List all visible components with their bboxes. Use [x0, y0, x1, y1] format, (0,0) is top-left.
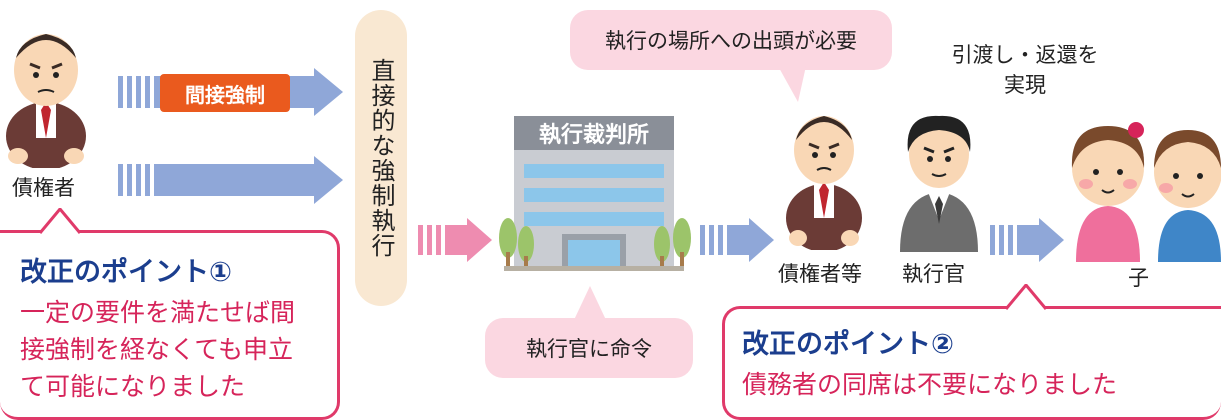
revision-point-1-title: 改正のポイント① — [20, 257, 232, 288]
revision-point-2-callout — [722, 306, 1221, 420]
revision-point-1-line-1: 一定の要件を満たせば間 — [20, 298, 296, 327]
direct-enforcement-column: 直接的な強制執行 — [355, 10, 407, 306]
appearance-pill-pointer — [778, 66, 806, 102]
appearance-required-pill: 執行の場所への出頭が必要 — [570, 10, 892, 70]
indirect-enforcement-tag: 間接強制 — [160, 74, 290, 112]
revision-point-2-text: 債務者の同席は不要になりました — [742, 370, 1118, 399]
creditors-figure — [786, 116, 862, 250]
children-figure — [1071, 122, 1221, 262]
officer-figure — [900, 115, 978, 252]
order-pill-pointer — [574, 286, 606, 320]
officer-label: 執行官 — [902, 262, 965, 286]
court-building — [499, 148, 691, 271]
callout-1-pointer — [40, 208, 80, 234]
arrow-to-court — [418, 218, 492, 262]
court-sign: 執行裁判所 — [514, 116, 674, 150]
creditor-figure — [6, 34, 86, 168]
arrow-to-creditors — [700, 218, 774, 262]
revision-point-1-callout — [0, 230, 340, 420]
arrow-to-child — [990, 218, 1064, 262]
child-label: 子 — [1128, 266, 1149, 290]
revision-point-1-line-2: 接強制を経なくても申立 — [20, 335, 294, 364]
creditor-label: 債権者 — [12, 176, 75, 200]
callout-2-pointer — [1006, 284, 1046, 310]
order-to-officer-pill: 執行官に命令 — [485, 318, 693, 378]
realization-label: 引渡し・返還を 実現 — [951, 43, 1099, 97]
revision-point-2-title: 改正のポイント② — [742, 329, 954, 360]
direct-enforcement-label: 直接的な強制執行 — [367, 58, 395, 258]
arrow-lower — [118, 156, 343, 204]
revision-point-1-line-3: て可能になりました — [20, 372, 246, 401]
creditors-label: 債権者等 — [778, 262, 862, 286]
